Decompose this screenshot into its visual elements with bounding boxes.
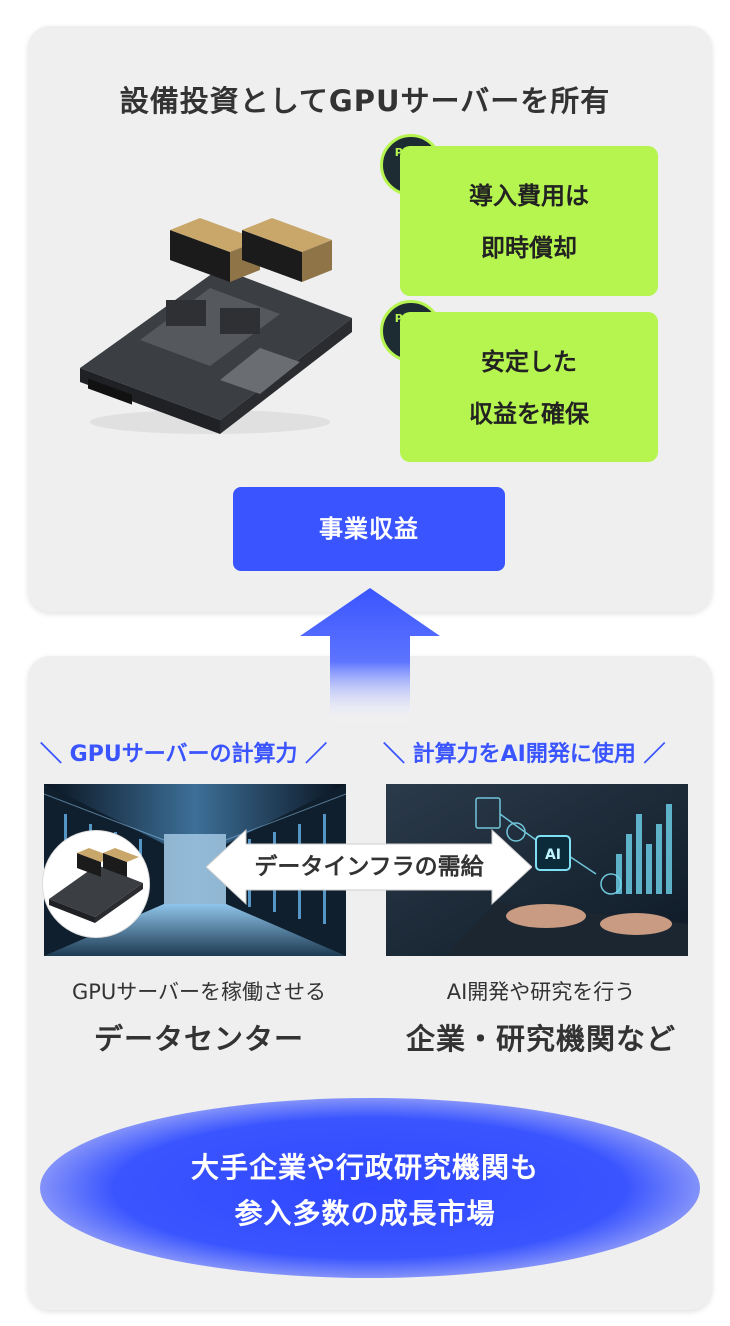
gpu-server-mini-icon xyxy=(49,848,143,923)
up-arrow-icon xyxy=(300,588,440,722)
growth-market-glow xyxy=(40,1098,700,1278)
growth-market-line1: 大手企業や行政研究機関も xyxy=(190,1151,539,1184)
gpu-compute-label: ＼ GPUサーバーの計算力 ／ xyxy=(40,742,328,767)
supply-demand-label: データインフラの需給 xyxy=(254,854,484,880)
ai-chip-icon: AI xyxy=(535,835,571,871)
gpu-server-image xyxy=(80,218,352,434)
gpu-server-inset xyxy=(42,830,150,938)
point-1-line1: 導入費用は xyxy=(469,182,589,210)
companies-caption-sub: AI開発や研究を行う xyxy=(446,980,636,1004)
data-center-caption-main: データセンター xyxy=(93,1022,304,1056)
growth-market-line2: 参入多数の成長市場 xyxy=(234,1197,496,1230)
ai-development-label: ＼ 計算力をAI開発に使用 ／ xyxy=(383,742,666,767)
companies-caption-main: 企業・研究機関など xyxy=(405,1022,676,1056)
point-2-line1: 安定した xyxy=(481,348,577,376)
revenue-box: 事業収益 xyxy=(233,487,505,571)
top-title: 設備投資としてGPUサーバーを所有 xyxy=(119,84,611,118)
ai-chip-text: AI xyxy=(545,847,561,863)
point-2-card: 安定した 収益を確保 xyxy=(400,312,658,462)
point-1-card: 導入費用は 即時償却 xyxy=(400,146,658,296)
data-center-caption-sub: GPUサーバーを稼働させる xyxy=(71,980,327,1004)
supply-demand-double-arrow-icon xyxy=(206,828,532,906)
point-2-line2: 収益を確保 xyxy=(469,400,589,428)
point-1-line2: 即時償却 xyxy=(481,234,577,262)
